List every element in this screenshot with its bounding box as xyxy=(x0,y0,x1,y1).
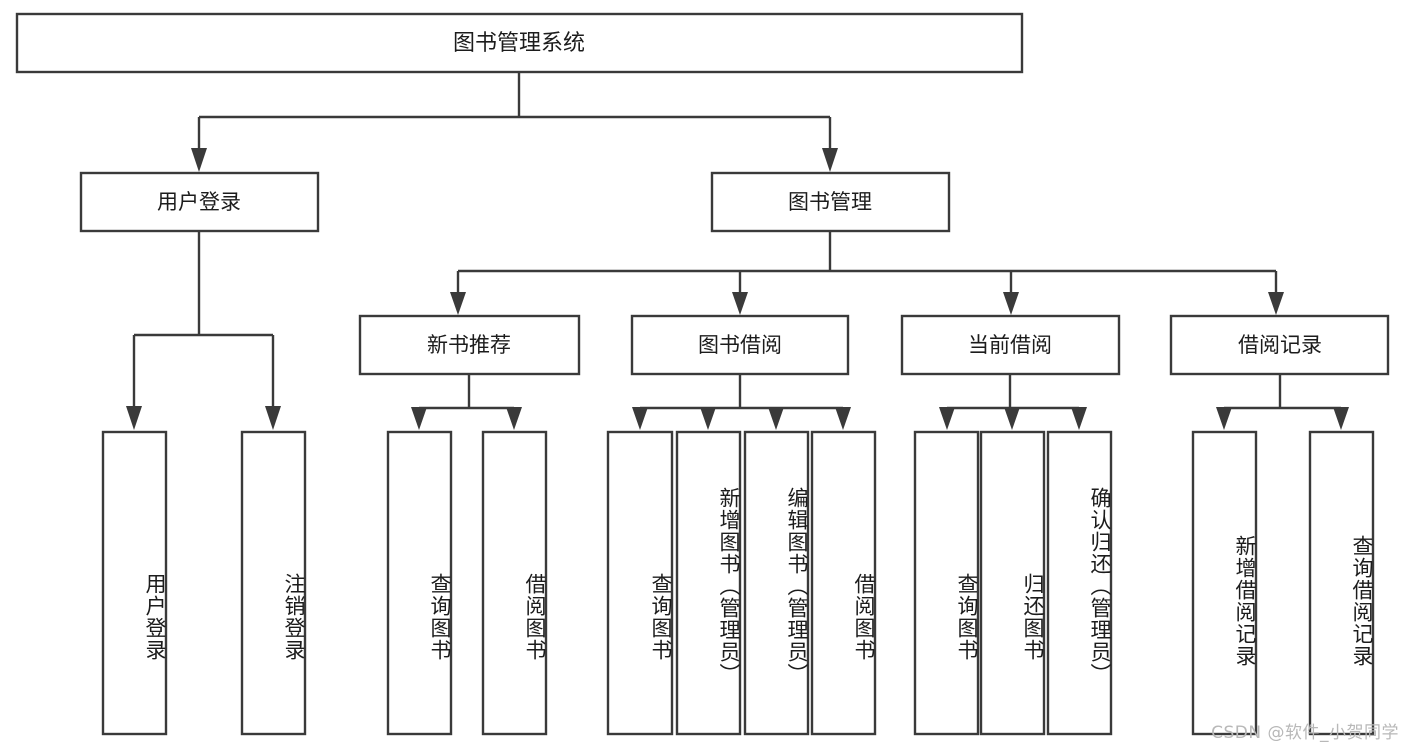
edge-newbook-bus xyxy=(411,374,522,430)
edge-bookborrow-bus xyxy=(632,374,851,430)
edge-root-to-book-mgmt xyxy=(822,117,838,172)
watermark-text: CSDN @软件_小贺同学 xyxy=(1211,723,1399,743)
leaf-box-new-book-1[interactable] xyxy=(386,430,453,736)
leaf-box-borrow-record-1[interactable] xyxy=(1191,430,1258,736)
leaf-box-current-borrow-2[interactable] xyxy=(979,430,1046,736)
node-new-book-recommend-label: 新书推荐 xyxy=(427,333,511,357)
leaf-box-user-login-1[interactable] xyxy=(101,430,168,736)
leaf-box-new-book-2[interactable] xyxy=(481,430,548,736)
node-user-login[interactable]: 用户登录 xyxy=(79,171,320,233)
leaf-box-user-login-2[interactable] xyxy=(240,430,307,736)
node-book-borrow-label: 图书借阅 xyxy=(698,333,782,357)
node-borrow-record[interactable]: 借阅记录 xyxy=(1169,314,1390,376)
leaf-box-book-borrow-4[interactable] xyxy=(810,430,877,736)
leaf-box-current-borrow-3[interactable] xyxy=(1046,430,1113,736)
leaf-box-book-borrow-2[interactable] xyxy=(675,430,742,736)
node-user-login-label: 用户登录 xyxy=(157,190,241,214)
node-new-book-recommend[interactable]: 新书推荐 xyxy=(358,314,581,376)
node-book-management-label: 图书管理 xyxy=(788,190,872,214)
node-book-borrow[interactable]: 图书借阅 xyxy=(630,314,850,376)
node-root-label: 图书管理系统 xyxy=(453,31,585,56)
leaf-box-book-borrow-3[interactable] xyxy=(743,430,810,736)
leaf-box-borrow-record-2[interactable] xyxy=(1308,430,1375,736)
node-current-borrow[interactable]: 当前借阅 xyxy=(900,314,1121,376)
node-borrow-record-label: 借阅记录 xyxy=(1238,333,1322,357)
edge-root-bus xyxy=(199,72,830,119)
node-book-management[interactable]: 图书管理 xyxy=(710,171,951,233)
node-current-borrow-label: 当前借阅 xyxy=(968,333,1052,357)
edge-bookmgmt-bus xyxy=(450,231,1284,315)
edge-borrowrecord-bus xyxy=(1216,374,1349,430)
edge-currentborrow-bus xyxy=(939,374,1087,430)
edge-root-to-user-login xyxy=(191,117,207,172)
edge-userlogin-bus xyxy=(126,231,281,430)
leaf-box-current-borrow-1[interactable] xyxy=(913,430,980,736)
leaf-box-book-borrow-1[interactable] xyxy=(606,430,674,736)
node-root[interactable]: 图书管理系统 xyxy=(15,12,1024,74)
